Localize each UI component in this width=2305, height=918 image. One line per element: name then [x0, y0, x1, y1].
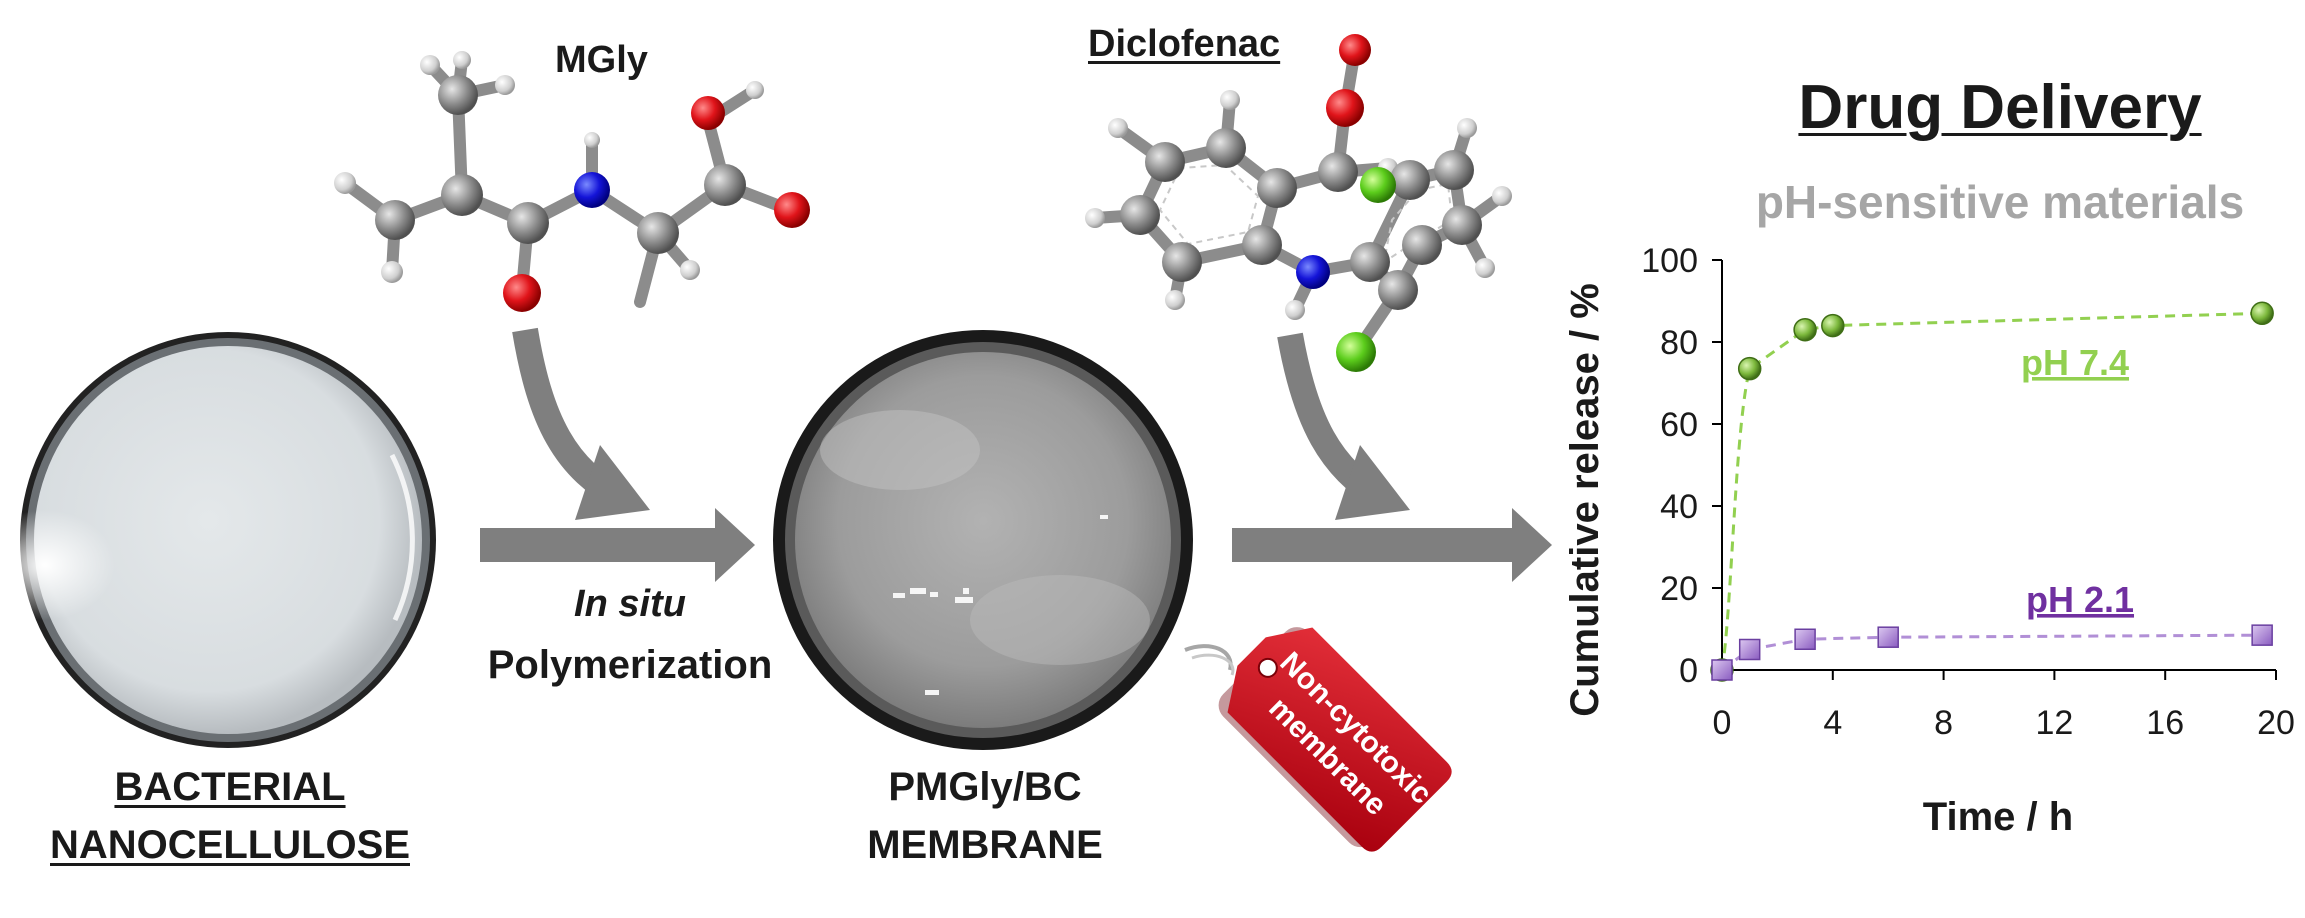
bacterial-line1: BACTERIAL — [114, 765, 346, 809]
y-axis-label: Cumulative release / % — [1563, 283, 1607, 717]
ph74-point — [2250, 301, 2274, 326]
x-tick-label: 12 — [2035, 704, 2073, 742]
x-tick-label: 0 — [1713, 704, 1732, 742]
y-tick-label: 0 — [1679, 652, 1698, 690]
non-cytotoxic-tag: Non-cytotoxic membrane — [1184, 627, 1452, 852]
subtitle: pH-sensitive materials — [1755, 176, 2245, 228]
arrow-to-membrane — [480, 508, 755, 582]
y-tick-label: 100 — [1641, 242, 1698, 280]
diclofenac-molecule — [1085, 34, 1512, 372]
ph21-point — [1794, 628, 1816, 650]
ph74-point — [1793, 317, 1817, 342]
ph74-point — [1821, 313, 1845, 338]
process-line1: In situ — [574, 583, 686, 625]
pmgly-bc-membrane-dish — [773, 330, 1193, 750]
y-tick-label: 20 — [1660, 570, 1698, 608]
chart-markers — [1710, 301, 2274, 682]
bacterial-nanocellulose-dish — [0, 332, 436, 748]
y-tick-label: 60 — [1660, 406, 1698, 444]
membrane-line2: MEMBRANE — [867, 823, 1103, 867]
x-tick-label: 16 — [2146, 704, 2184, 742]
ph21-point — [1877, 626, 1899, 648]
x-tick-label: 4 — [1823, 704, 1842, 742]
process-line2: Polymerization — [487, 643, 773, 687]
curved-arrow-mgly — [512, 327, 650, 520]
mgly-label: MGly — [555, 39, 648, 81]
ph74-point — [1737, 356, 1762, 381]
ph21-point — [1738, 638, 1761, 661]
diclofenac-label: Diclofenac — [1088, 23, 1281, 65]
release-chart: 0 20 40 60 80 100 0 4 8 12 16 20 pH 7.4 pH 2.1 Time… — [1563, 242, 2295, 839]
curved-arrow-diclofenac — [1277, 332, 1410, 520]
x-axis-label: Time / h — [1923, 795, 2073, 839]
legend-ph74: pH 7.4 — [2021, 342, 2129, 383]
y-tick-label: 80 — [1660, 324, 1698, 362]
ph21-point — [2251, 624, 2273, 646]
x-tick-label: 20 — [2257, 704, 2295, 742]
membrane-line1: PMGly/BC — [888, 765, 1082, 809]
bacterial-line2: NANOCELLULOSE — [50, 823, 410, 867]
mgly-molecule — [334, 51, 810, 312]
arrow-to-delivery — [1232, 508, 1552, 582]
page-title: Drug Delivery — [1798, 73, 2202, 142]
legend-ph21: pH 2.1 — [2026, 579, 2134, 620]
y-tick-label: 40 — [1660, 488, 1698, 526]
chart-ticks: 0 20 40 60 80 100 0 4 8 12 16 20 — [1641, 242, 2295, 742]
series-line-0 — [1720, 311, 2263, 671]
x-tick-label: 8 — [1934, 704, 1953, 742]
ph21-point — [1711, 659, 1733, 681]
chart-lines — [1720, 311, 2263, 672]
